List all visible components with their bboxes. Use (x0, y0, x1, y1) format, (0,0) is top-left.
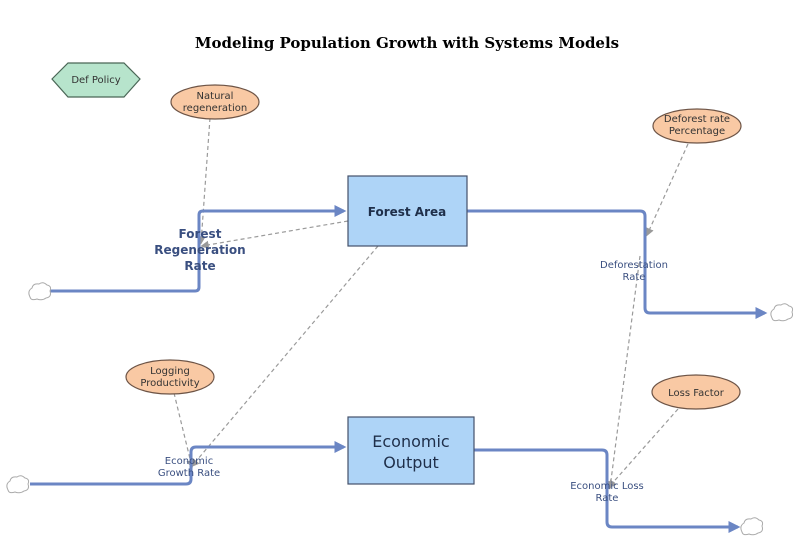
forest-regeneration-label-line1: Forest (179, 227, 222, 241)
diagram-title: Modeling Population Growth with Systems … (195, 34, 619, 52)
sink-cloud-economic-loss (740, 517, 764, 536)
economic-output-stock[interactable]: Economic Output (347, 416, 475, 485)
link-logging-productivity (173, 392, 195, 469)
loss-factor-label: Loss Factor (668, 388, 725, 399)
link-deforestation-to-loss (606, 255, 641, 490)
economic-loss-label-line1: Economic Loss (570, 481, 644, 492)
economic-loss-flow[interactable] (474, 448, 741, 533)
def-policy-label: Def Policy (71, 75, 120, 86)
forest-regeneration-label-line3: Rate (184, 259, 215, 273)
source-cloud-regeneration (28, 282, 52, 301)
link-deforest-percentage (645, 143, 689, 237)
logging-productivity-label-line1: Logging (150, 366, 190, 377)
loss-factor-node[interactable]: Loss Factor (651, 374, 741, 410)
forest-area-stock[interactable]: Forest Area (347, 175, 468, 247)
deforestation-label-line2: Rate (623, 272, 646, 283)
link-forest-to-regeneration (200, 220, 349, 250)
deforest-rate-percentage-node[interactable]: Deforest rate Percentage (652, 108, 742, 144)
link-loss-factor (607, 408, 679, 489)
economic-loss-rate-label: Economic Loss Rate (570, 481, 644, 504)
deforestation-label-line1: Deforestation (600, 260, 668, 271)
natural-regeneration-node[interactable]: Natural regeneration (170, 84, 260, 120)
economic-loss-label-line2: Rate (596, 493, 619, 504)
source-cloud-growth (6, 475, 30, 494)
forest-area-label: Forest Area (368, 205, 447, 219)
deforest-rate-percentage-label-line1: Deforest rate (664, 114, 730, 125)
logging-productivity-node[interactable]: Logging Productivity (125, 359, 215, 395)
natural-regeneration-label-line2: regeneration (183, 103, 247, 114)
link-natural-regeneration (197, 117, 211, 245)
deforest-rate-percentage-label-line2: Percentage (669, 126, 725, 137)
economic-growth-label-line1: Economic (165, 456, 213, 467)
economic-growth-label-line2: Growth Rate (158, 468, 220, 479)
forest-regeneration-flow[interactable] (50, 205, 347, 293)
deforestation-flow[interactable] (467, 209, 768, 319)
economic-growth-rate-label: Economic Growth Rate (158, 456, 220, 479)
def-policy-node[interactable]: Def Policy (51, 62, 141, 98)
economic-growth-flow[interactable] (30, 441, 347, 486)
economic-output-label-line2: Output (383, 453, 439, 472)
deforestation-rate-label: Deforestation Rate (600, 260, 668, 283)
logging-productivity-label-line2: Productivity (140, 378, 199, 389)
forest-regeneration-rate-label: Forest Regeneration Rate (154, 227, 245, 273)
sink-cloud-deforestation (770, 303, 794, 322)
economic-output-label-line1: Economic (372, 432, 449, 451)
natural-regeneration-label-line1: Natural (197, 91, 234, 102)
forest-regeneration-label-line2: Regeneration (154, 243, 245, 257)
link-forest-to-growth (190, 245, 379, 468)
